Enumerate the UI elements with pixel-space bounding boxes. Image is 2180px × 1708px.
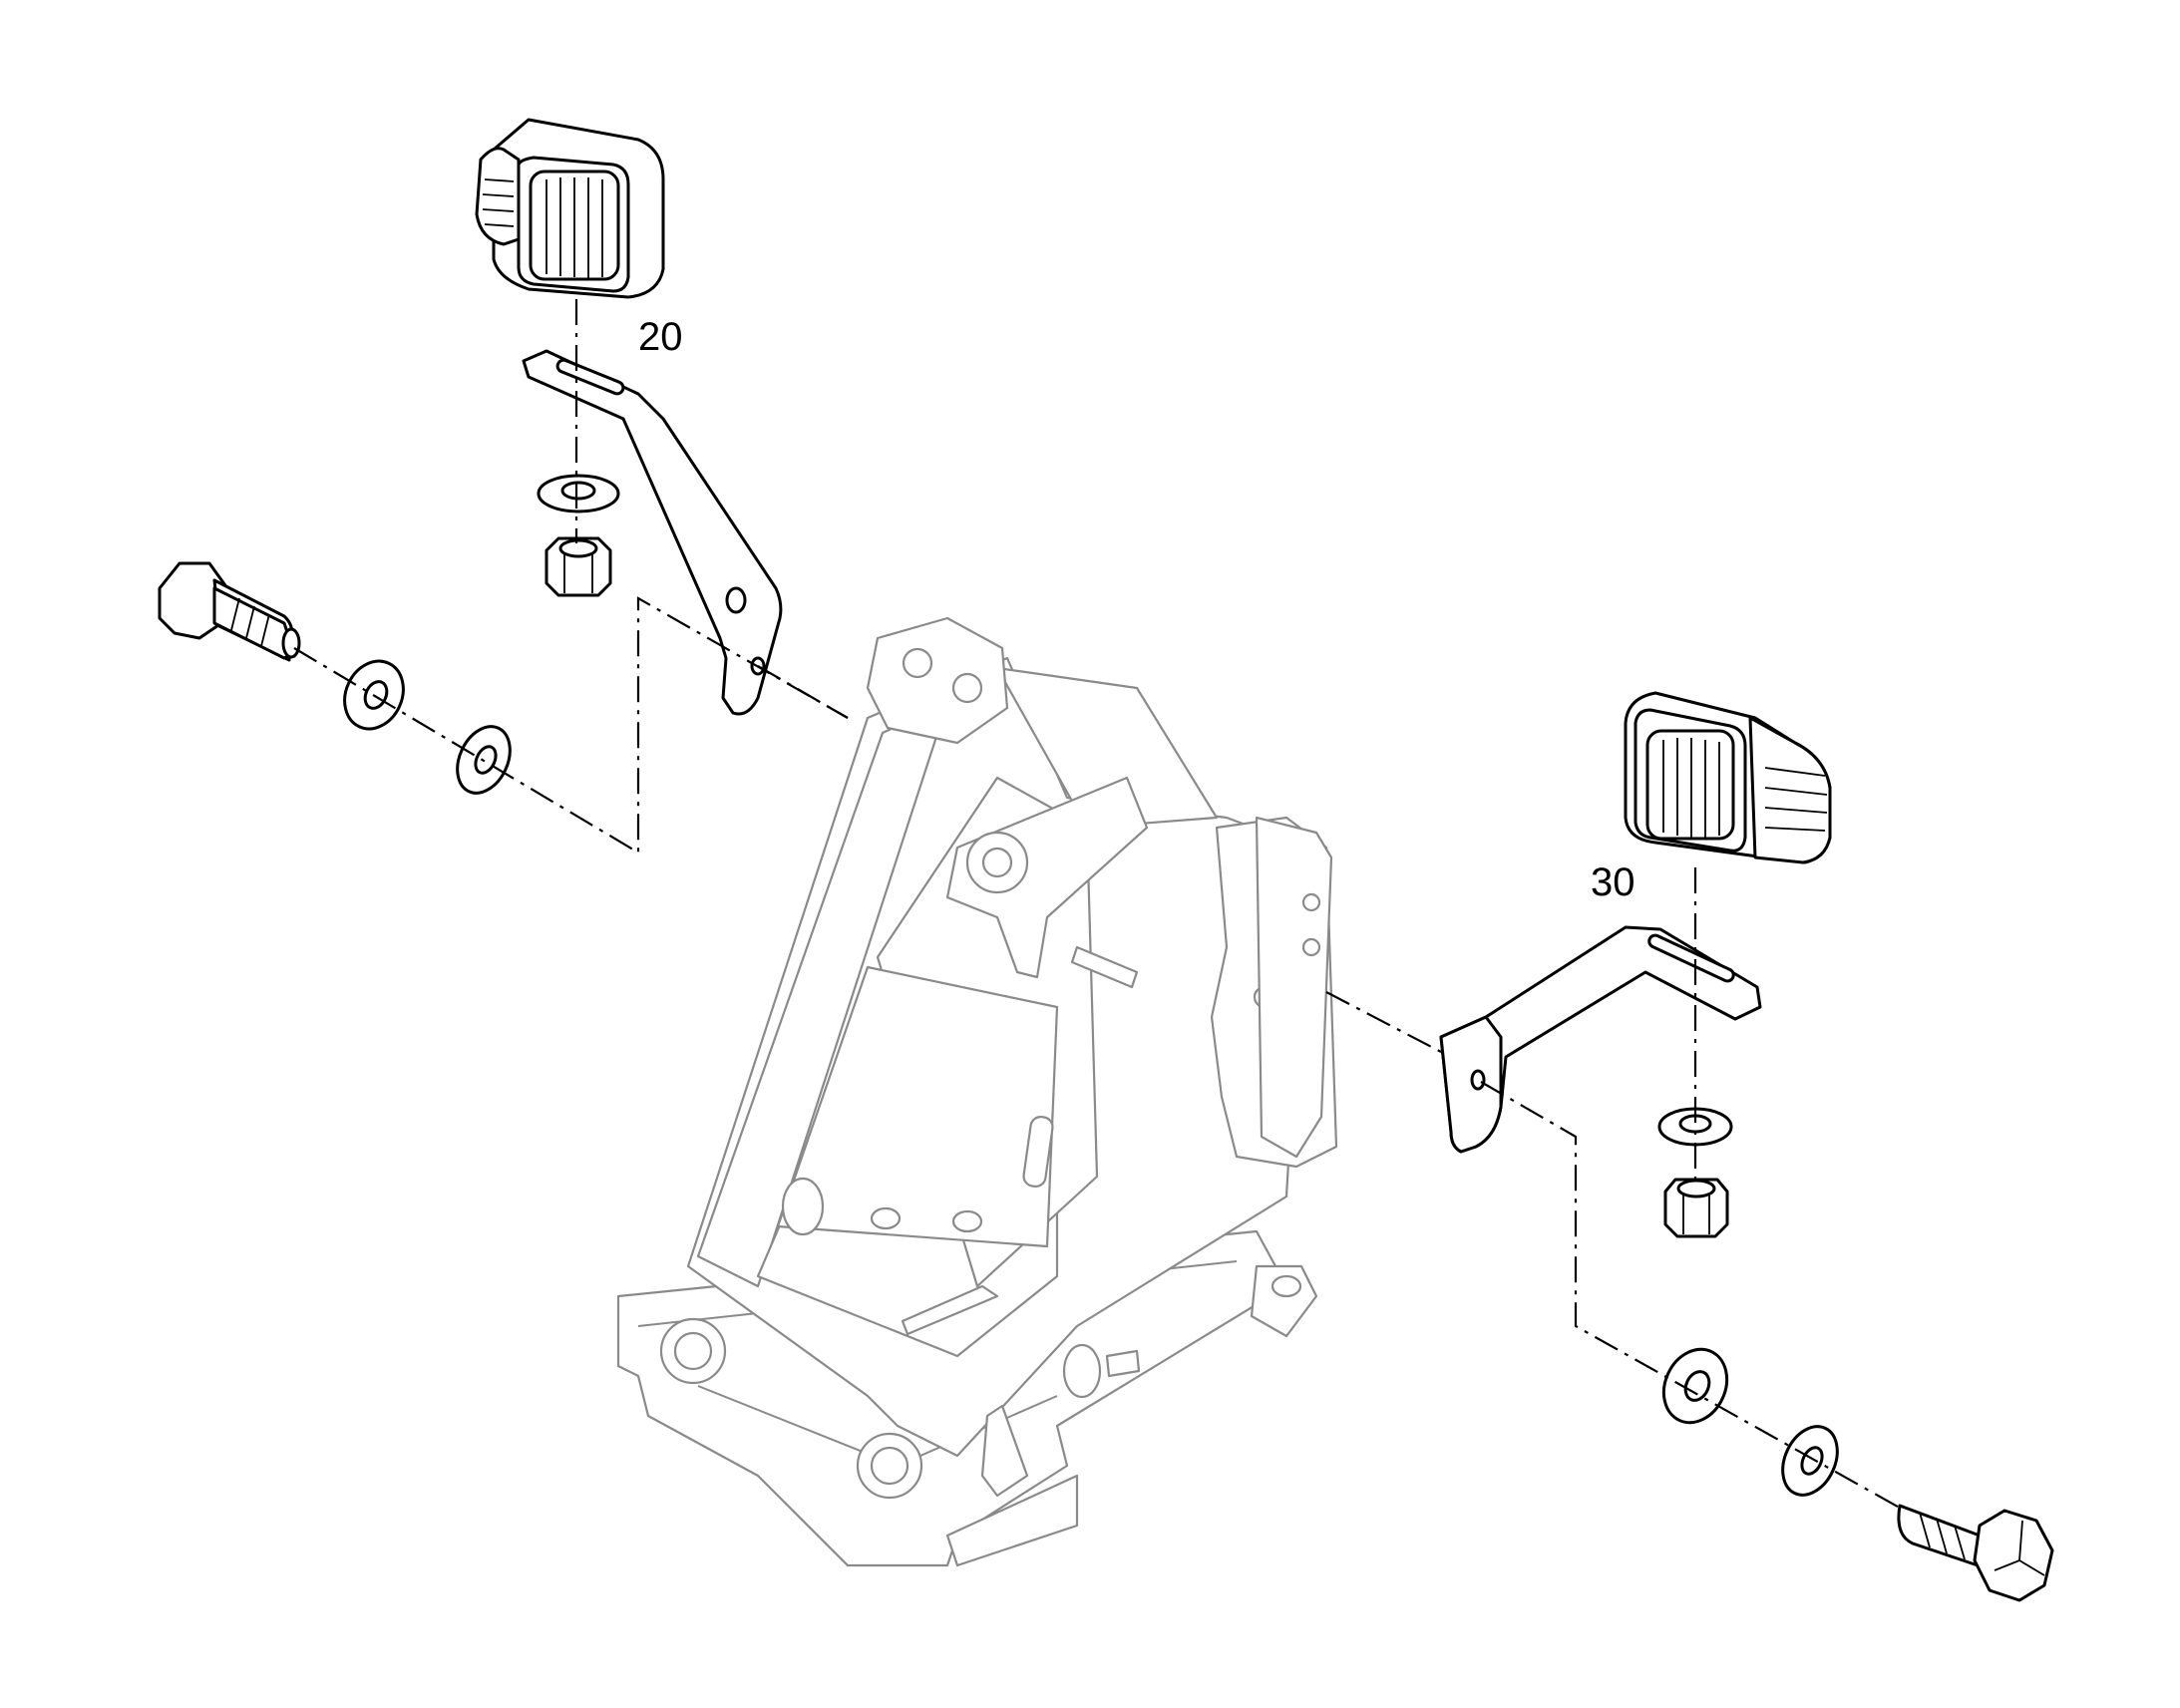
mounting-bracket-right <box>1439 925 1762 1154</box>
callout-label-20: 20 <box>638 315 683 359</box>
right-lamp-assembly <box>1325 691 2054 1602</box>
left-lamp-assembly <box>158 118 849 854</box>
hex-nut-left <box>545 536 612 597</box>
work-lamp-left <box>475 118 665 299</box>
assembly-axis-right <box>1325 867 1906 1512</box>
washer-right-1 <box>1661 1347 1729 1425</box>
callout-label-30: 30 <box>1591 860 1635 904</box>
lock-washer-right <box>1781 1425 1839 1497</box>
washer-left-top <box>537 474 620 513</box>
loader-frame <box>616 616 1338 1567</box>
assembly-axis-left <box>293 299 849 854</box>
hex-bolt-left <box>158 561 301 662</box>
work-lamp-right <box>1624 691 1832 864</box>
hex-nut-right <box>1663 1178 1729 1238</box>
mounting-bracket-left <box>522 349 783 716</box>
hex-bolt-right <box>1897 1504 2054 1602</box>
